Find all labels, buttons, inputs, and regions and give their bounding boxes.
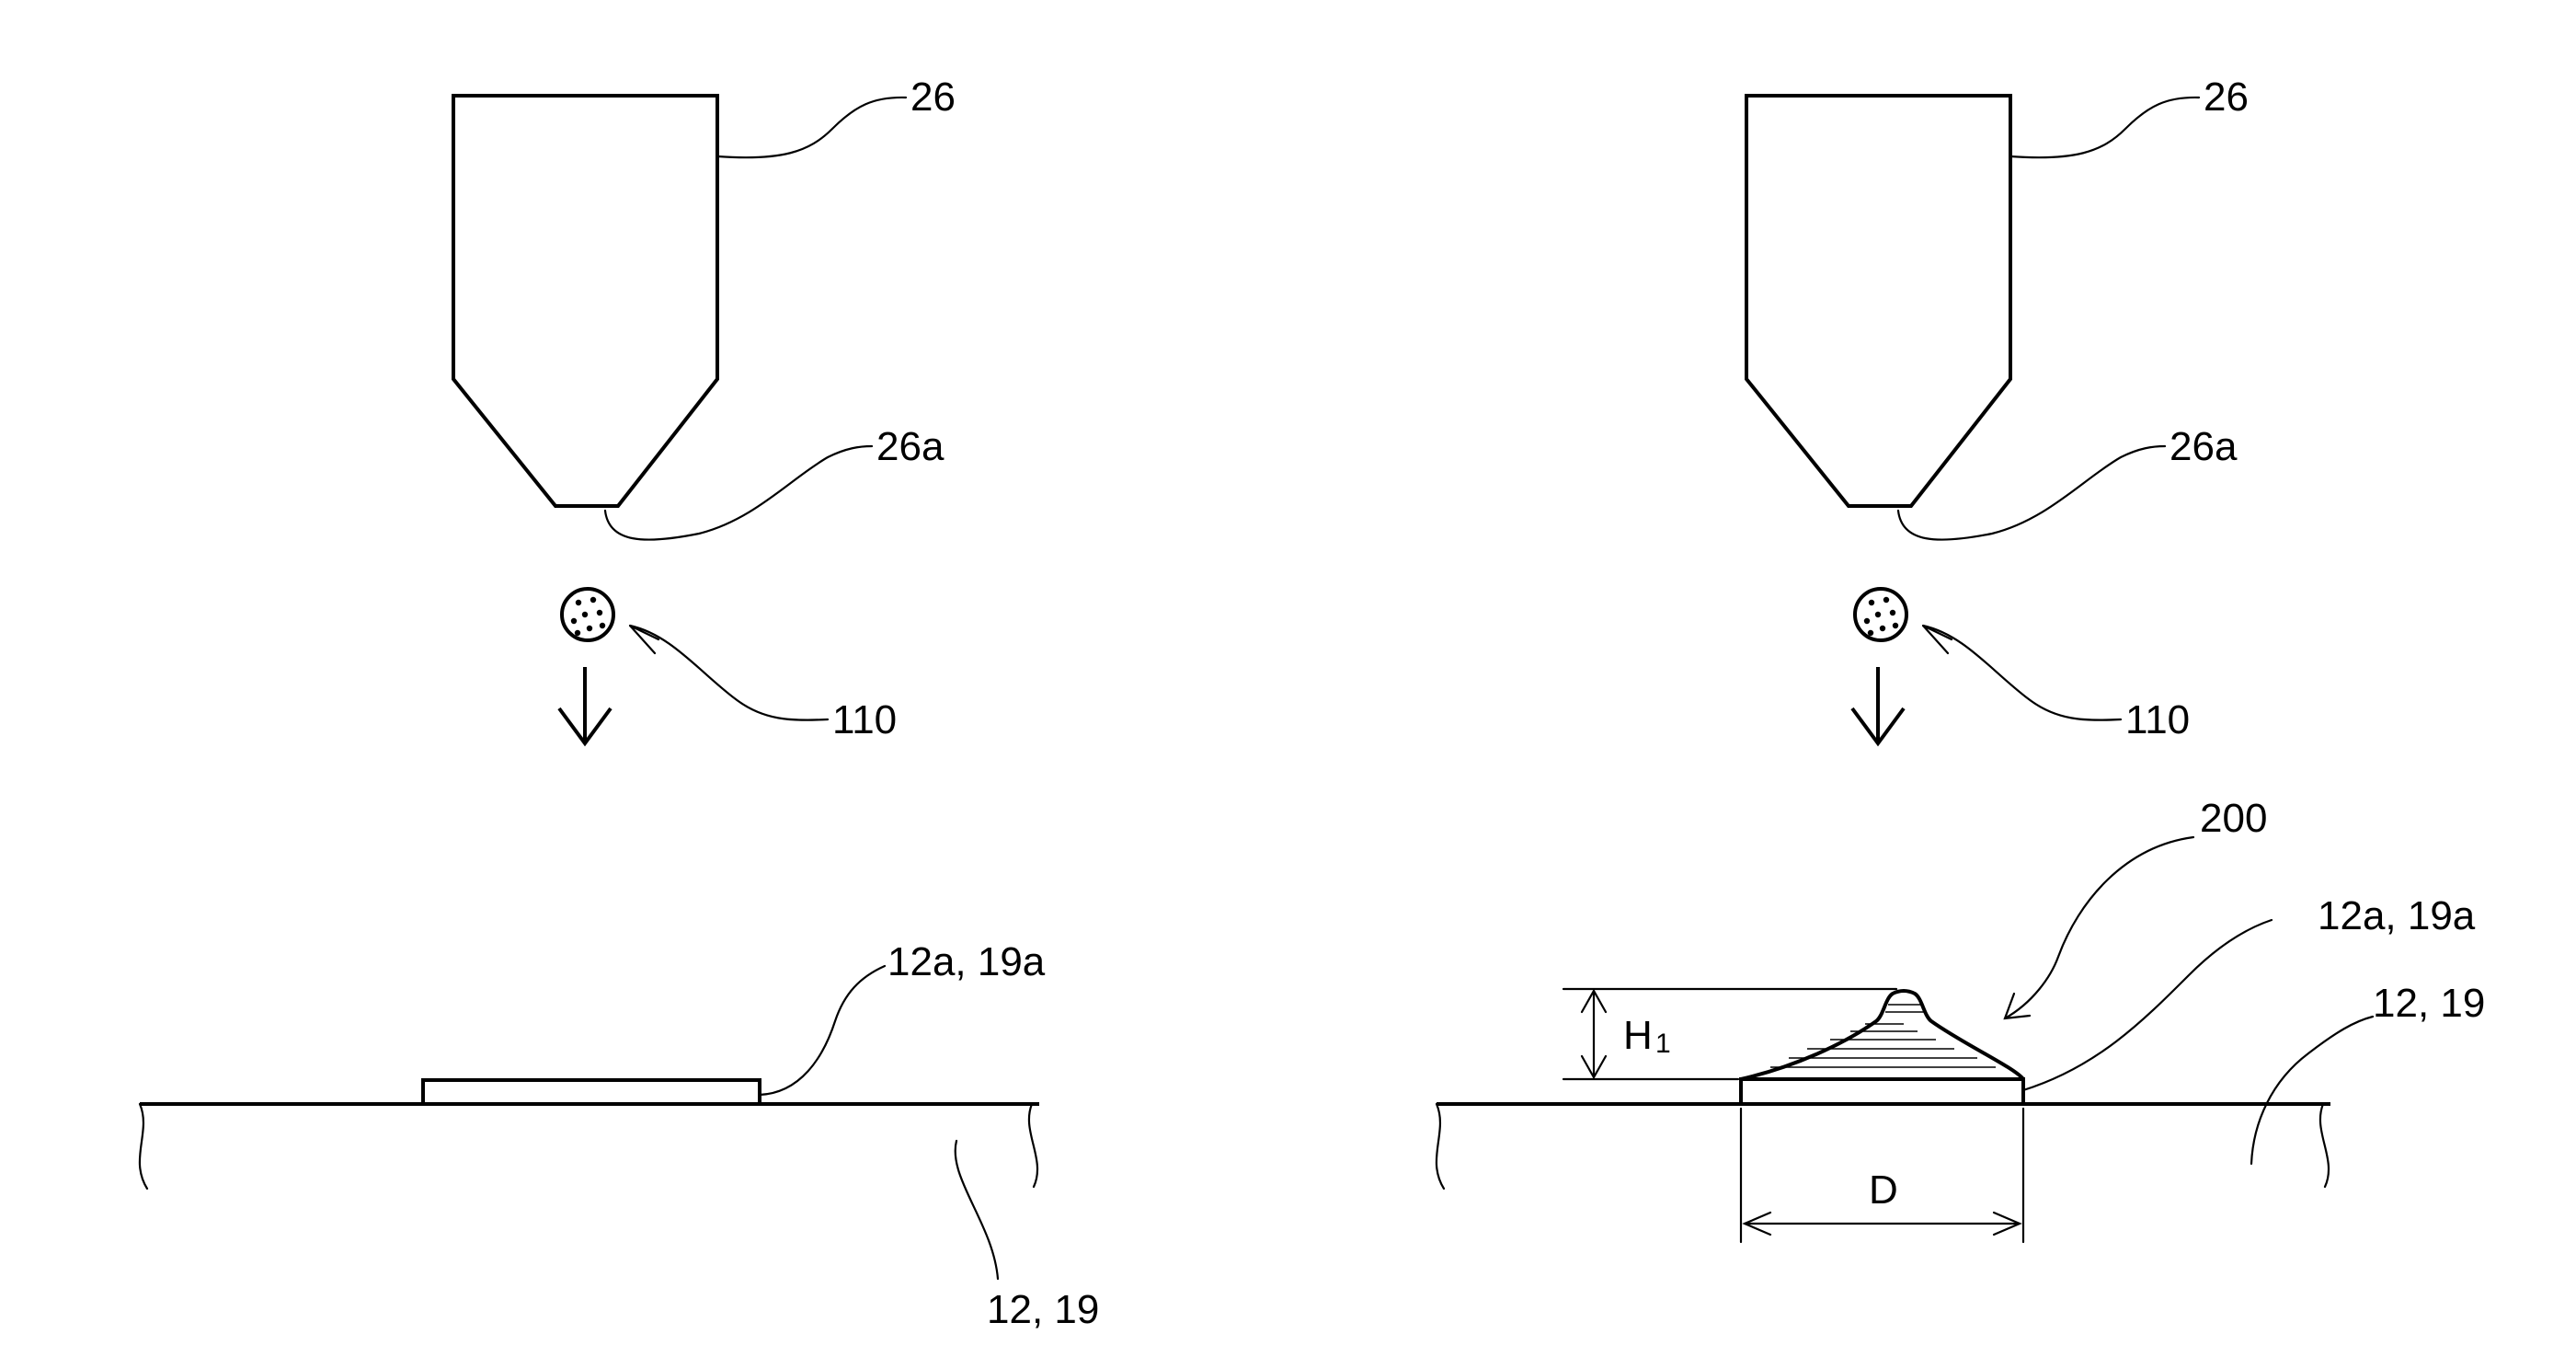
right-pad [1741, 1079, 2023, 1104]
right-nozzle-tip-leader [1898, 446, 2165, 540]
left-droplet-label: 110 [832, 697, 897, 742]
right-droplet-label: 110 [2125, 697, 2190, 742]
right-panel: 26 26a 110 [1437, 75, 2485, 1242]
right-droplet [1855, 589, 1906, 640]
right-pad-label: 12a, 19a [2318, 893, 2476, 938]
left-substrate-right-break [1029, 1104, 1037, 1187]
right-substrate-right-break [2320, 1104, 2329, 1187]
left-droplet [562, 589, 613, 640]
left-nozzle-label: 26 [910, 75, 956, 120]
left-nozzle-leader [717, 98, 906, 157]
right-fall-arrow [1852, 667, 1904, 743]
right-bump-label: 200 [2200, 796, 2267, 841]
right-pad-leader [2023, 920, 2272, 1090]
right-bump-arrowhead [2005, 994, 2030, 1018]
right-nozzle-tip-label: 26a [2170, 424, 2238, 469]
left-pad-leader [760, 966, 885, 1095]
right-substrate-leader [2251, 1017, 2373, 1164]
height-label: H [1623, 1013, 1653, 1058]
left-substrate-label: 12, 19 [987, 1287, 1099, 1332]
left-substrate-leader [956, 1141, 998, 1279]
right-substrate-label: 12, 19 [2373, 981, 2485, 1026]
left-droplet-leader [630, 626, 828, 720]
left-nozzle-tip-label: 26a [876, 424, 945, 469]
diameter-label: D [1869, 1167, 1898, 1213]
right-substrate-left-break [1437, 1104, 1444, 1189]
height-dimension [1563, 989, 1896, 1079]
right-droplet-leader [1923, 626, 2121, 720]
left-nozzle-tip-leader [605, 446, 872, 540]
left-panel: 26 26a 110 12a, 19a [140, 75, 1099, 1332]
left-substrate-left-break [140, 1104, 147, 1189]
left-pad [423, 1080, 760, 1104]
left-fall-arrow [559, 667, 611, 743]
right-bump-leader [2005, 837, 2193, 1018]
right-nozzle [1746, 96, 2010, 506]
left-nozzle [453, 96, 717, 506]
height-subscript: 1 [1655, 1029, 1671, 1059]
right-nozzle-label: 26 [2204, 75, 2249, 120]
left-pad-label: 12a, 19a [887, 939, 1046, 984]
right-nozzle-leader [2010, 98, 2199, 157]
right-bump [1741, 991, 2023, 1079]
